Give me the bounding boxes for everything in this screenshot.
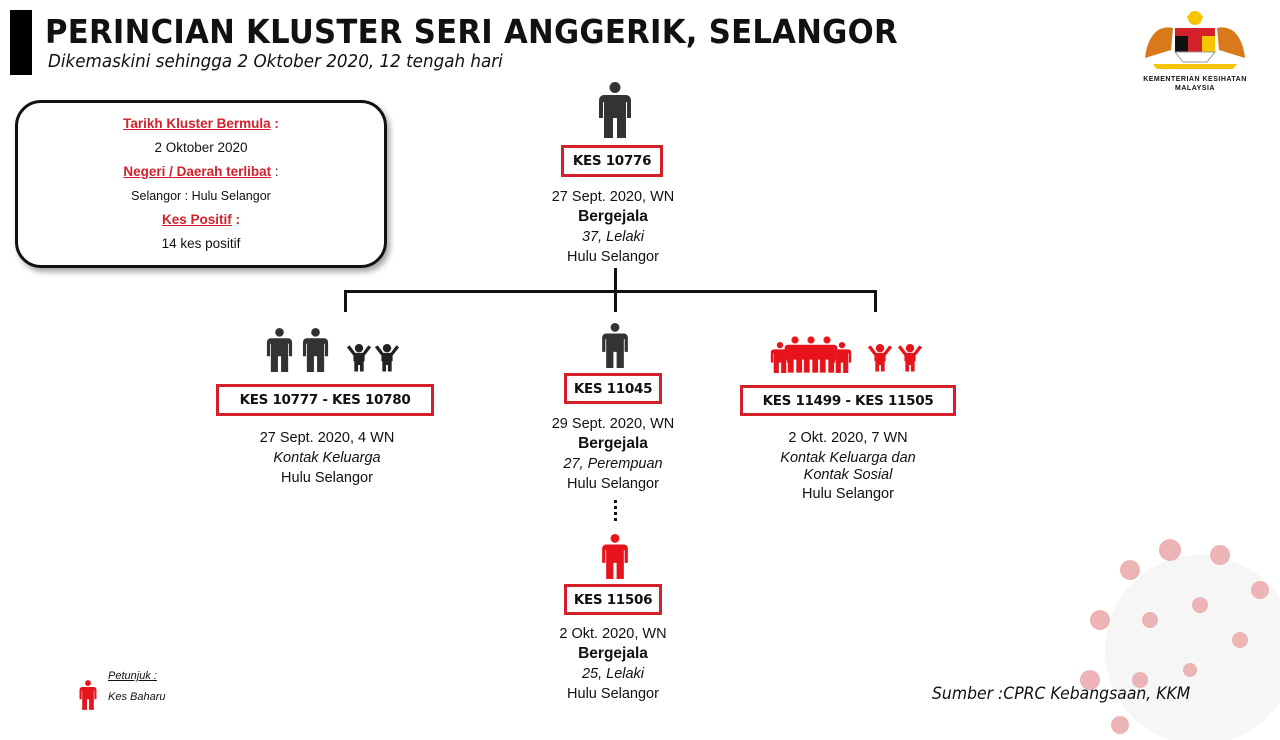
child-icon	[373, 343, 401, 372]
case-status: Bergejala	[578, 435, 648, 452]
child-icon-red	[866, 343, 894, 372]
kkm-logo: KEMENTERIAN KESIHATAN MALAYSIA	[1130, 8, 1260, 94]
connector-left	[344, 290, 347, 312]
person-icon	[302, 328, 329, 372]
case-box-new: KES 11506	[564, 584, 662, 615]
case-box-left: KES 10777 - KES 10780	[216, 384, 434, 416]
person-icon	[266, 328, 293, 372]
case-date: 2 Okt. 2020, 7 WN	[788, 430, 908, 446]
colon: :	[270, 116, 279, 131]
title-accent-bar	[10, 10, 32, 75]
connector-horizontal	[344, 290, 877, 293]
legend-person-icon-red	[79, 680, 97, 710]
coat-of-arms-icon	[1145, 11, 1245, 69]
case-relation: Kontak Keluarga	[273, 450, 381, 466]
case-status: Bergejala	[578, 208, 648, 225]
case-relation: Kontak Sosial	[803, 467, 893, 483]
case-info-index: 27 Sept. 2020, WN Bergejala 37, Lelaki H…	[513, 187, 713, 267]
colon: :	[271, 164, 279, 179]
virus-decoration-icon	[1080, 539, 1280, 740]
child-icon	[345, 343, 373, 372]
group-icon-red	[770, 336, 852, 373]
case-date: 29 Sept. 2020, WN	[551, 416, 675, 432]
source-credit: Sumber :CPRC Kebangsaan, KKM	[932, 684, 1191, 704]
connector-right	[874, 290, 877, 312]
case-box-middle: KES 11045	[564, 373, 662, 404]
cluster-info-box: Tarikh Kluster Bermula : 2 Oktober 2020 …	[15, 100, 387, 268]
person-icon	[601, 323, 629, 368]
logo-text-2: MALAYSIA	[1175, 85, 1215, 92]
dotted-connector	[614, 500, 617, 524]
page-title: PERINCIAN KLUSTER SERI ANGGERIK, SELANGO…	[45, 12, 898, 51]
case-date: 2 Okt. 2020, WN	[559, 626, 667, 642]
case-location: Hulu Selangor	[802, 486, 894, 502]
case-info-middle: 29 Sept. 2020, WN Bergejala 27, Perempua…	[513, 414, 713, 494]
case-location: Hulu Selangor	[567, 249, 659, 265]
case-profile: 27, Perempuan	[563, 456, 663, 472]
case-box-index: KES 10776	[561, 145, 663, 177]
case-info-right: 2 Okt. 2020, 7 WN Kontak Keluarga dan Ko…	[748, 428, 948, 504]
case-location: Hulu Selangor	[281, 470, 373, 486]
case-date: 27 Sept. 2020, WN	[551, 189, 675, 205]
case-box-right: KES 11499 - KES 11505	[740, 385, 956, 416]
case-info-new: 2 Okt. 2020, WN Bergejala 25, Lelaki Hul…	[513, 624, 713, 704]
person-icon	[598, 82, 632, 138]
region-label: Negeri / Daerah terlibat	[123, 164, 272, 179]
case-date: 27 Sept. 2020, 4 WN	[259, 430, 395, 446]
case-info-left: 27 Sept. 2020, 4 WN Kontak Keluarga Hulu…	[227, 428, 427, 488]
legend-item: Kes Baharu	[108, 691, 166, 703]
person-icon-red	[601, 534, 629, 579]
child-icon-red	[896, 343, 924, 372]
start-date-label: Tarikh Kluster Bermula	[123, 116, 271, 131]
case-profile: 25, Lelaki	[581, 666, 645, 682]
start-date-value: 2 Oktober 2020	[154, 140, 248, 155]
case-location: Hulu Selangor	[567, 476, 659, 492]
case-profile: 37, Lelaki	[581, 229, 645, 245]
positive-value: 14 kes positif	[161, 236, 241, 251]
case-location: Hulu Selangor	[567, 686, 659, 702]
positive-label: Kes Positif	[161, 212, 232, 227]
logo-text-1: KEMENTERIAN KESIHATAN	[1143, 76, 1247, 83]
region-value: Selangor : Hulu Selangor	[131, 189, 271, 203]
colon: :	[231, 212, 241, 227]
legend-title: Petunjuk :	[108, 670, 157, 682]
case-relation: Kontak Keluarga dan	[780, 450, 916, 466]
page-subtitle: Dikemaskini sehingga 2 Oktober 2020, 12 …	[48, 51, 503, 72]
case-status: Bergejala	[578, 645, 648, 662]
